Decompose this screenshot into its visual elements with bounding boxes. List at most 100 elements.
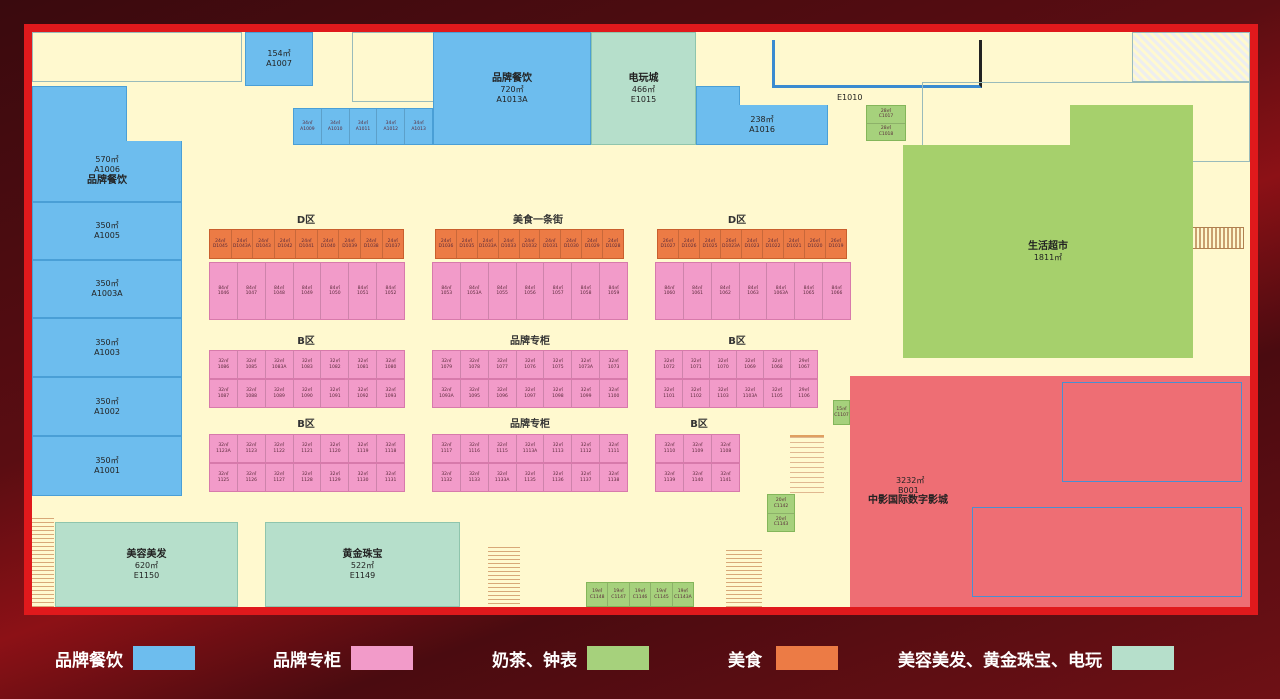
store-cell[interactable]: 32㎡1120 [321,435,350,462]
store-cell[interactable]: 84㎡1058 [572,263,601,319]
store-cell[interactable]: 32㎡1139 [656,464,684,491]
store-cell[interactable]: 32㎡1141 [712,464,739,491]
store-cell[interactable]: 19㎡C1148 [587,583,609,606]
store-cell[interactable]: 32㎡1077 [489,351,517,378]
store-cell[interactable]: 24㎡D1041 [296,230,318,258]
store-cell[interactable]: 32㎡1130 [349,464,378,491]
store-cell[interactable]: 84㎡1062 [712,263,740,319]
store-cell[interactable]: 84㎡1051 [349,263,378,319]
store-cell[interactable]: 32㎡1113 [544,435,573,462]
store-cell[interactable]: 24㎡D1037 [383,230,404,258]
store-cell[interactable]: 20㎡C1142 [768,495,794,514]
store-cell[interactable]: 32㎡1082 [321,351,350,378]
store-cell[interactable]: 84㎡1052 [377,263,404,319]
store-cell[interactable]: 84㎡1055 [489,263,517,319]
store-cell[interactable]: 24㎡D1039 [339,230,361,258]
store-cell[interactable]: 32㎡1100 [600,380,627,407]
store-cell[interactable]: 32㎡1079 [433,351,461,378]
store-cell[interactable]: 32㎡1121 [294,435,322,462]
store-cell[interactable]: 32㎡1133 [461,464,489,491]
store-cell[interactable]: 24㎡D1021 [784,230,805,258]
store-cell[interactable]: 32㎡1092 [349,380,378,407]
store-cell[interactable]: 19㎡C1146 [630,583,652,606]
store-cell[interactable]: 32㎡1091 [321,380,350,407]
store-a1003[interactable]: 350㎡A1003 [32,318,182,377]
store-cell[interactable]: 32㎡1137 [572,464,601,491]
store-cell[interactable]: 24㎡D1032 [520,230,541,258]
store-cell[interactable]: 24㎡D1023 [742,230,763,258]
store-cell[interactable]: 32㎡1078 [461,351,489,378]
store-cell[interactable]: 24㎡D1028 [603,230,623,258]
store-cell[interactable]: 24㎡D1025 [700,230,721,258]
store-cell[interactable]: 32㎡1111 [600,435,627,462]
store-cell[interactable]: 84㎡1063A [767,263,796,319]
store-cell[interactable]: 32㎡1068 [764,351,791,378]
store-cell[interactable]: 26㎡D1020 [805,230,826,258]
store-cell[interactable]: 84㎡1053A [461,263,489,319]
store-cell[interactable]: 84㎡1057 [544,263,573,319]
store-cell[interactable]: 32㎡1075 [544,351,573,378]
store-cell[interactable]: 24㎡D1036 [436,230,457,258]
store-cell[interactable]: 32㎡1087 [210,380,238,407]
store-a1016[interactable]: 238㎡A1016 [696,105,828,145]
store-cell[interactable]: 84㎡1049 [294,263,322,319]
store-cell[interactable]: 32㎡1109 [684,435,712,462]
store-cell[interactable]: 32㎡1083A [266,351,294,378]
store-a1003a[interactable]: 350㎡A1003A [32,260,182,318]
store-cell[interactable]: 24㎡D1033A [478,230,499,258]
store-cell[interactable]: 20㎡C1143 [768,514,794,532]
store-cell[interactable]: 84㎡1046 [210,263,238,319]
store-cell[interactable]: 32㎡1125 [210,464,238,491]
store-cell[interactable]: 24㎡D1031 [540,230,562,258]
store-cell[interactable]: 32㎡1099 [572,380,601,407]
store-cell[interactable]: 32㎡1110 [656,435,684,462]
store-cell[interactable]: 84㎡1059 [600,263,627,319]
store-cell[interactable]: 29㎡1106 [791,380,817,407]
store-cell[interactable]: 26㎡D1027 [658,230,679,258]
store-cell[interactable]: 32㎡1073A [572,351,601,378]
store-cell[interactable]: 24㎡D1043 [253,230,275,258]
store-cell[interactable]: 32㎡1080 [377,351,404,378]
store-a1006[interactable]: 570㎡A1006品牌餐饮 [32,141,182,202]
store-cell[interactable]: 32㎡1101 [656,380,683,407]
store-cell[interactable]: 34㎡A1012 [377,109,406,144]
store-a1001[interactable]: 350㎡A1001 [32,436,182,496]
store-cell[interactable]: 32㎡1122 [266,435,294,462]
store-cell[interactable]: 24㎡D1045 [210,230,232,258]
store-cell[interactable]: 84㎡1048 [266,263,294,319]
store-cell[interactable]: 32㎡1093 [377,380,404,407]
store-cell[interactable]: 26㎡D1023A [721,230,742,258]
store-cell[interactable]: 32㎡1112 [572,435,601,462]
store-a1005[interactable]: 350㎡A1005 [32,202,182,260]
store-cell[interactable]: 84㎡1063 [740,263,768,319]
store-cell[interactable]: 32㎡1096 [489,380,517,407]
store-cell[interactable]: 32㎡1138 [600,464,627,491]
store-cell[interactable]: 32㎡1132 [433,464,461,491]
store-a1002[interactable]: 350㎡A1002 [32,377,182,436]
store-cell[interactable]: 32㎡1118 [377,435,404,462]
store-cell[interactable]: 32㎡1089 [266,380,294,407]
store-cell[interactable]: 32㎡1105 [764,380,791,407]
store-cell[interactable]: 32㎡1103A [737,380,764,407]
store-cell[interactable]: 24㎡D1040 [318,230,340,258]
store-cell[interactable]: 24㎡D1042 [275,230,297,258]
store-cell[interactable]: 19㎡C1145 [651,583,673,606]
store-cell[interactable]: 34㎡A1011 [350,109,378,144]
store-a1007[interactable]: 154㎡A1007 [245,32,313,86]
store-cell[interactable]: 19㎡C1143A [673,583,693,606]
store-cell[interactable]: 24㎡D1030 [561,230,583,258]
store-cell[interactable]: 32㎡1108 [712,435,739,462]
store-cell[interactable]: 84㎡1061 [684,263,712,319]
store-cell[interactable]: 32㎡1076 [517,351,545,378]
store-a1013a[interactable]: 品牌餐饮720㎡A1013A [433,32,591,145]
store-cell[interactable]: 32㎡1136 [544,464,573,491]
store-cell[interactable]: 32㎡1127 [266,464,294,491]
store-cell[interactable]: 32㎡1131 [377,464,404,491]
store-cell[interactable]: 32㎡1102 [683,380,710,407]
store-cell[interactable]: 28㎡C1018 [867,124,905,141]
store-cell[interactable]: 34㎡A1009 [294,109,322,144]
store-cell[interactable]: 29㎡1067 [791,351,817,378]
store-cell[interactable]: 32㎡1126 [238,464,266,491]
store-cell[interactable]: 32㎡1088 [238,380,266,407]
store-cell[interactable]: 32㎡1115 [489,435,517,462]
